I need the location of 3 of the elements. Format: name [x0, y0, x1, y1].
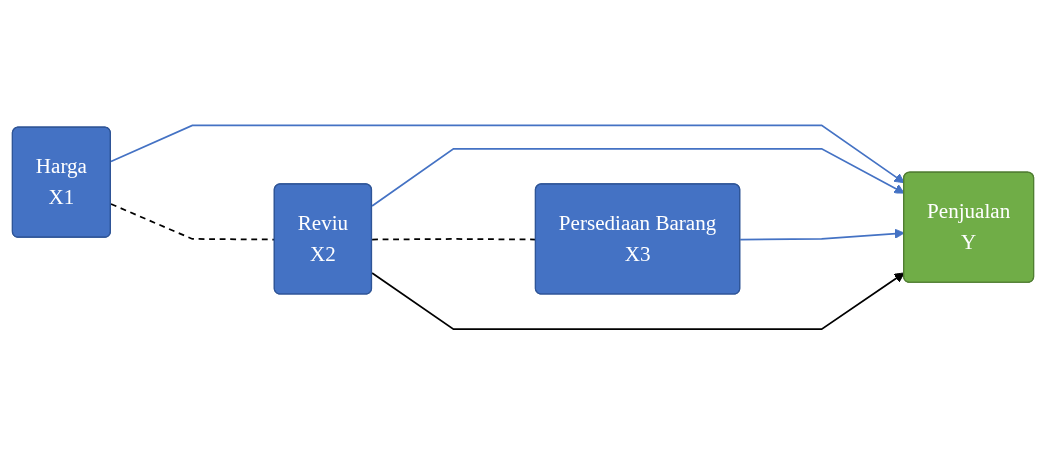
arrow	[110, 124, 905, 184]
arrow	[371, 272, 905, 331]
connector	[110, 203, 276, 241]
